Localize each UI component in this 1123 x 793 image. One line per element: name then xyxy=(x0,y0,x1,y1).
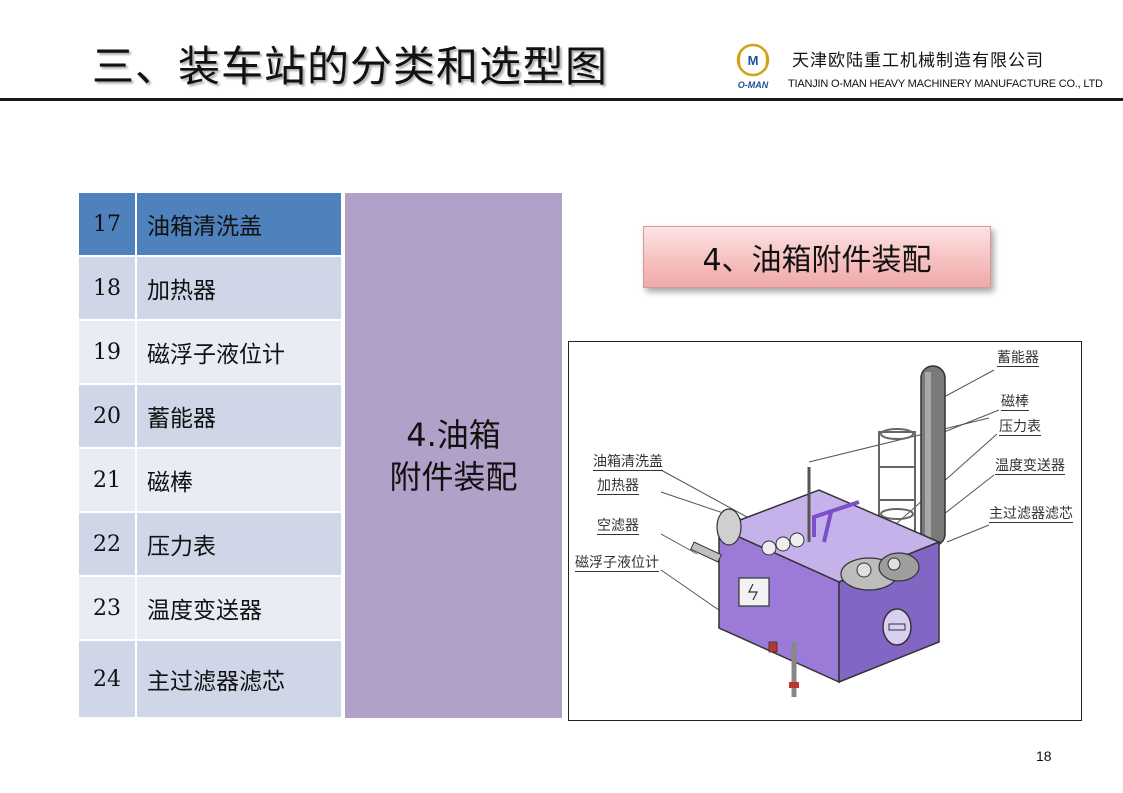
callout-main-filter-element: 主过滤器滤芯 xyxy=(989,506,1073,523)
slide-title: 三、装车站的分类和选型图 xyxy=(92,42,609,91)
callout-pressure-gauge: 压力表 xyxy=(999,419,1041,436)
part-name: 温度变送器 xyxy=(137,577,341,639)
part-number: 17 xyxy=(79,193,137,255)
callout-accumulator: 蓄能器 xyxy=(997,350,1039,367)
callout-heater: 加热器 xyxy=(597,478,639,495)
company-name-cn: 天津欧陆重工机械制造有限公司 xyxy=(792,51,1044,71)
junction-box xyxy=(738,577,770,607)
callout-magnetic-rod: 磁棒 xyxy=(1001,394,1029,411)
table-row: 19 磁浮子液位计 xyxy=(79,321,341,385)
part-name: 磁浮子液位计 xyxy=(137,321,341,383)
pump-motor-group xyxy=(840,552,920,591)
level-gauge-fitting xyxy=(789,682,799,688)
inspection-cover xyxy=(882,608,912,646)
table-row: 20 蓄能器 xyxy=(79,385,341,449)
callout-air-filter: 空滤器 xyxy=(597,518,639,535)
category-block: 4.油箱 附件装配 xyxy=(345,193,562,718)
callout-temperature-transmitter: 温度变送器 xyxy=(995,458,1065,475)
table-row: 24 主过滤器滤芯 xyxy=(79,641,341,717)
air-filter xyxy=(690,541,722,563)
part-name: 磁棒 xyxy=(137,449,341,511)
logo-leaf-left xyxy=(738,49,742,71)
parts-table: 17 油箱清洗盖 18 加热器 19 磁浮子液位计 20 蓄能器 21 磁棒 2… xyxy=(79,193,341,717)
tank-assembly-diagram: 油箱清洗盖 加热器 空滤器 磁浮子液位计 蓄能器 磁棒 压力表 温度变送器 主过… xyxy=(568,341,1082,721)
logo-leaf-right xyxy=(764,49,768,71)
part-number: 22 xyxy=(79,513,137,575)
part-name: 主过滤器滤芯 xyxy=(137,641,341,717)
table-row: 17 油箱清洗盖 xyxy=(79,193,341,257)
accumulator xyxy=(920,365,946,547)
part-name: 蓄能器 xyxy=(137,385,341,447)
table-row: 18 加热器 xyxy=(79,257,341,321)
section-tag: 4、油箱附件装配 xyxy=(643,226,991,288)
company-logo: M O-MAN xyxy=(736,43,770,90)
part-number: 20 xyxy=(79,385,137,447)
accumulator-frame xyxy=(878,428,916,533)
cleaning-cover xyxy=(716,508,742,546)
company-name-en: TIANJIN O-MAN HEAVY MACHINERY MANUFACTUR… xyxy=(788,78,1103,90)
part-number: 24 xyxy=(79,641,137,717)
part-name: 油箱清洗盖 xyxy=(137,193,341,255)
logo-text: O-MAN xyxy=(738,80,769,90)
part-number: 23 xyxy=(79,577,137,639)
tank-illustration xyxy=(660,365,1000,697)
header-rule xyxy=(0,98,1123,101)
page-number: 18 xyxy=(1036,748,1052,764)
table-row: 22 压力表 xyxy=(79,513,341,577)
part-number: 18 xyxy=(79,257,137,319)
table-row: 21 磁棒 xyxy=(79,449,341,513)
table-row: 23 温度变送器 xyxy=(79,577,341,641)
part-number: 19 xyxy=(79,321,137,383)
callout-level-gauge: 磁浮子液位计 xyxy=(575,555,659,572)
drain-valve xyxy=(768,641,778,653)
electric-warning-icon xyxy=(748,583,758,601)
pressure-gauges xyxy=(761,532,805,556)
pipework xyxy=(812,500,860,543)
part-name: 压力表 xyxy=(137,513,341,575)
category-label: 4.油箱 附件装配 xyxy=(389,415,518,496)
callout-cleaning-cover: 油箱清洗盖 xyxy=(593,454,663,471)
accumulator-highlight xyxy=(925,372,931,540)
part-name: 加热器 xyxy=(137,257,341,319)
logo-mark: M xyxy=(748,53,759,68)
inspection-cover-handle xyxy=(888,623,906,631)
part-number: 21 xyxy=(79,449,137,511)
